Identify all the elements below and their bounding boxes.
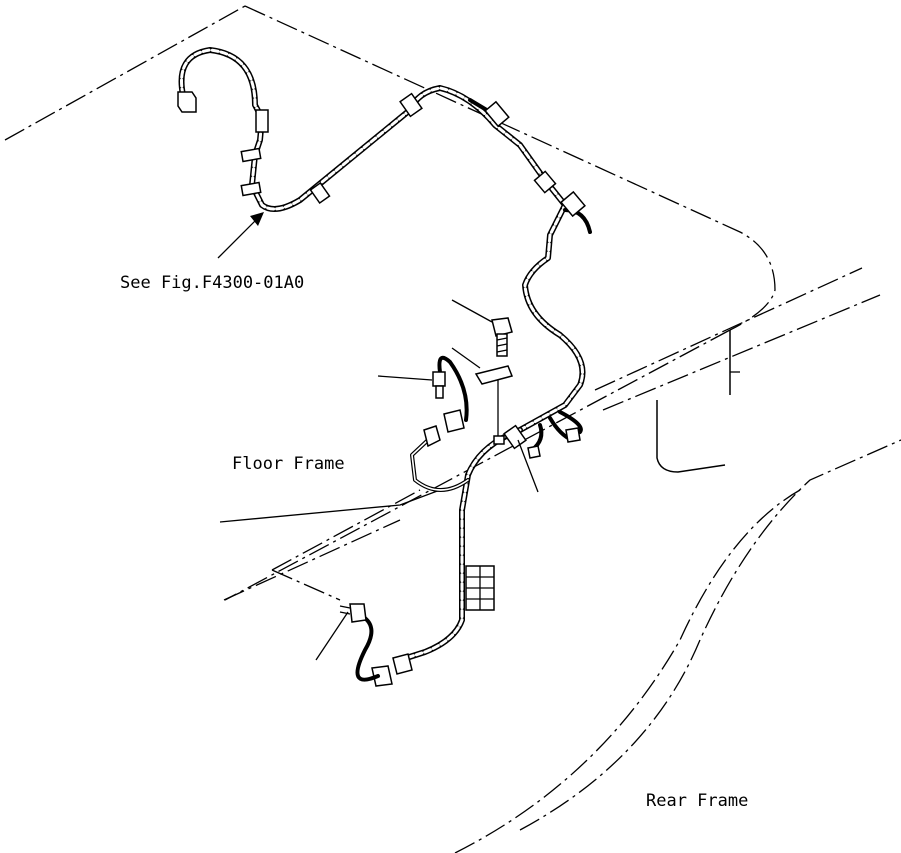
floor-frame-outline	[4, 5, 776, 601]
harness-clamps	[240, 92, 586, 450]
rear-frame-label: Rear Frame	[646, 791, 748, 811]
main-harness-lower	[397, 427, 523, 663]
frame-rails	[219, 267, 881, 523]
harness-branches	[410, 98, 592, 492]
rear-frame-outline	[454, 439, 901, 853]
floor-frame-label: Floor Frame	[232, 454, 345, 474]
see-figure-label: See Fig.F4300-01A0	[120, 273, 304, 293]
sensor-upper	[432, 355, 469, 422]
main-harness-upper	[178, 47, 586, 433]
sensor-lower	[339, 603, 380, 682]
relay-block	[465, 565, 495, 611]
leader-lines	[217, 212, 539, 661]
connectors	[177, 91, 581, 687]
mounting-bracket	[474, 365, 514, 445]
mounting-bolt	[491, 317, 513, 357]
